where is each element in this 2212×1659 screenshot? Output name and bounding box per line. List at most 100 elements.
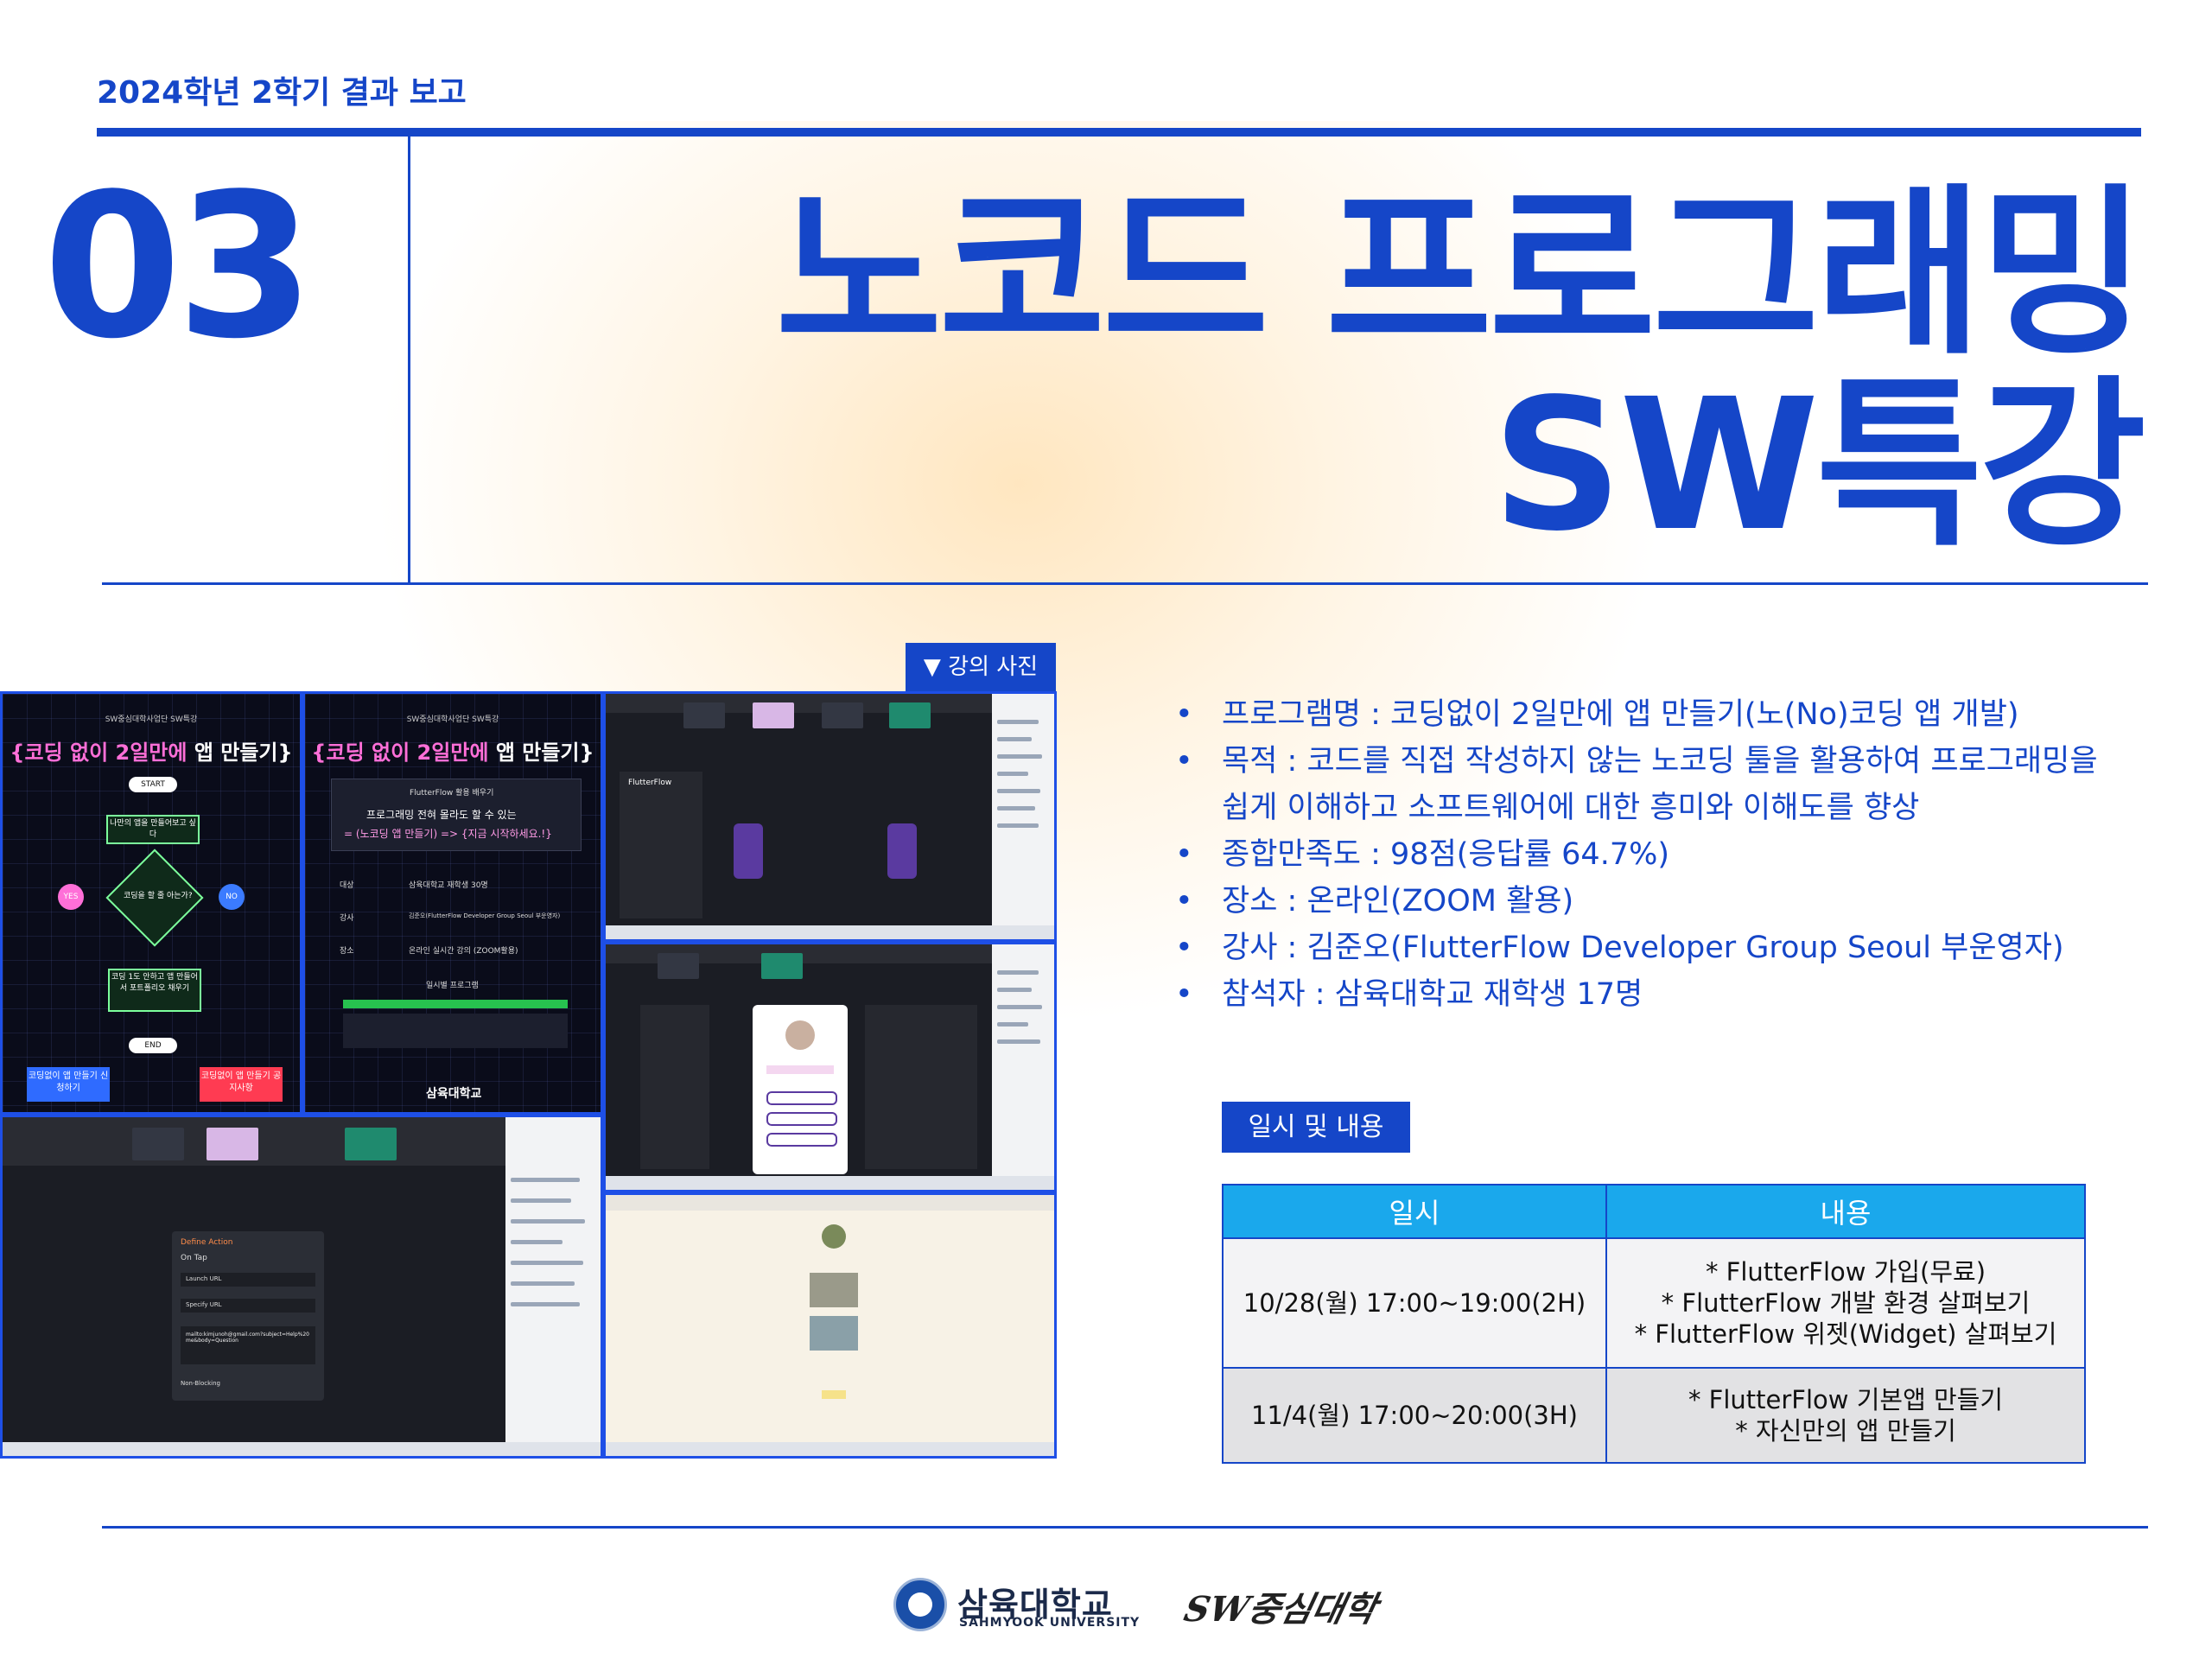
- poster-row-value: 삼육대학교 재학생 30명: [409, 881, 488, 890]
- table-row: 11/4(월) 17:00~20:00(3H) * FlutterFlow 기본…: [1222, 1367, 2086, 1464]
- poster-row-value: 김준오(FlutterFlow Developer Group Seoul 부운…: [409, 912, 561, 919]
- table-row: 10/28(월) 17:00~19:00(2H) * FlutterFlow 가…: [1222, 1237, 2086, 1369]
- poster-sub: SW중심대학사업단 SW특강: [406, 715, 499, 724]
- footer-rule: [102, 1526, 2148, 1529]
- ff-properties: [865, 1005, 977, 1169]
- video-tile: [889, 702, 931, 728]
- section-number: 03: [43, 152, 315, 383]
- define-action-title: Define Action: [181, 1238, 233, 1247]
- flow-start: START: [129, 777, 177, 792]
- university-name-english: SAHMYOOK UNIVERSITY: [959, 1616, 1141, 1630]
- screen-define-action: Define Action On Tap Launch URL Specify …: [0, 1115, 603, 1459]
- row-date: 10/28(월) 17:00~19:00(2H): [1222, 1237, 1607, 1369]
- info-purpose-continued: 쉽게 이해하고 소프트웨어에 대한 흥미와 이해도를 향상: [1222, 791, 1920, 825]
- poster-sub: SW중심대학사업단 SW특강: [105, 715, 198, 724]
- poster-info-head: FlutterFlow 활용 배우기: [410, 789, 494, 798]
- ff-sidebar: FlutterFlow: [620, 772, 702, 918]
- lecture-photo-collage: SW중심대학사업단 SW특강 {코딩 없이 2일만에 앱 만들기} START …: [0, 691, 1057, 1459]
- poster-row-value: 온라인 실시간 강의 (ZOOM활용): [409, 947, 518, 956]
- poster-schedule-rows: [343, 1014, 568, 1048]
- taskbar: [3, 1442, 601, 1456]
- page-title: 노코드 프로그래밍 SW특강: [775, 168, 2146, 571]
- app-button: [822, 1390, 846, 1399]
- schedule-tag: 일시 및 내용: [1222, 1102, 1410, 1153]
- video-tile: [658, 953, 699, 979]
- poster-info-box: FlutterFlow 활용 배우기 프로그래밍 전혀 몰라도 할 수 있는 =…: [331, 779, 582, 851]
- poster-row-key: 강사: [340, 914, 354, 923]
- poster-univ: 삼육대학교: [426, 1087, 482, 1101]
- schedule-header-row: 일시 내용: [1222, 1184, 2086, 1239]
- flow-end: END: [129, 1038, 177, 1053]
- video-tile: [683, 702, 725, 728]
- define-action-panel: Define Action On Tap Launch URL Specify …: [172, 1231, 324, 1401]
- photo-section-tag: ▼ 강의 사진: [906, 643, 1056, 691]
- info-location: •장소 : 온라인(ZOOM 활용): [1175, 884, 1574, 918]
- app-thumb: [887, 823, 917, 879]
- report-label: 2024학년 2학기 결과 보고: [97, 75, 467, 111]
- video-tile: [822, 702, 863, 728]
- zoom-gallery-bar: [3, 1117, 601, 1166]
- video-tile: [132, 1128, 184, 1160]
- program-info-list: •프로그램명 : 코딩없이 2일만에 앱 만들기(노(No)코딩 앱 개발) •…: [1172, 691, 2148, 1018]
- schedule-table: 일시 내용 10/28(월) 17:00~19:00(2H) * Flutter…: [1222, 1184, 2086, 1464]
- poster-info-line1: 프로그래밍 전혀 몰라도 할 수 있는: [366, 809, 517, 821]
- url-field: mailto:kimjunoh@gmail.com?subject=Help%2…: [181, 1326, 315, 1364]
- poster-schedule-label: 일시별 프로그램: [426, 982, 479, 990]
- poster-apply-button: 코딩없이 앱 만들기 신청하기: [27, 1067, 110, 1102]
- taskbar: [606, 925, 1054, 939]
- sw-university-logo: SW중심대학: [1180, 1589, 1381, 1630]
- row-content: * FlutterFlow 기본앱 만들기 * 자신만의 앱 만들기: [1605, 1367, 2086, 1464]
- app-image: [810, 1273, 858, 1307]
- flow-node-wish: 나만의 앱을 만들어보고 싶다: [106, 815, 200, 844]
- poster-info: SW중심대학사업단 SW특강 {코딩 없이 2일만에 앱 만들기} Flutte…: [302, 691, 603, 1115]
- header-date: 일시: [1222, 1184, 1607, 1239]
- browser-bar: [606, 1195, 1054, 1211]
- chat-panel: [505, 1117, 601, 1456]
- flow-no: NO: [219, 884, 245, 910]
- video-tile: [345, 1128, 397, 1160]
- poster-title: {코딩 없이 2일만에 앱 만들기}: [10, 741, 293, 765]
- middle-rule: [102, 582, 2148, 585]
- chat-panel: [992, 944, 1054, 1190]
- video-tile: [761, 953, 803, 979]
- poster-flowchart: SW중심대학사업단 SW특강 {코딩 없이 2일만에 앱 만들기} START …: [0, 691, 302, 1115]
- title-line-1: 노코드 프로그래밍: [775, 168, 2146, 379]
- video-tile: [207, 1128, 258, 1160]
- info-purpose: •목적 : 코드를 직접 작성하지 않는 노코딩 툴을 활용하여 프로그래밍을: [1175, 744, 2098, 779]
- app-avatar: [822, 1224, 846, 1249]
- poster-schedule-bar: [343, 1000, 568, 1008]
- university-name-korean: 삼육대학교: [957, 1586, 1113, 1624]
- ff-widget-tree: [640, 1005, 709, 1169]
- info-satisfaction: •종합만족도 : 98점(응답률 64.7%): [1175, 837, 1670, 872]
- zoom-gallery-bar: [606, 944, 1054, 963]
- app-image: [810, 1316, 858, 1351]
- launch-url-select: Launch URL: [181, 1273, 315, 1287]
- non-blocking-label: Non-Blocking: [181, 1380, 220, 1387]
- screen-flutterflow-editor: [603, 942, 1057, 1192]
- poster-info-line2: = (노코딩 앱 만들기) => {지금 시작하세요.!}: [344, 828, 552, 840]
- poster-row-key: 장소: [340, 947, 354, 956]
- app-thumb: [734, 823, 763, 879]
- ff-brand: FlutterFlow: [628, 779, 672, 787]
- url-type-select: Specify URL: [181, 1299, 315, 1313]
- poster-title: {코딩 없이 2일만에 앱 만들기}: [311, 741, 594, 765]
- info-program-name: •프로그램명 : 코딩없이 2일만에 앱 만들기(노(No)코딩 앱 개발): [1175, 697, 2019, 732]
- row-date: 11/4(월) 17:00~20:00(3H): [1222, 1367, 1607, 1464]
- top-rule: [97, 128, 2141, 137]
- flow-yes: YES: [58, 884, 84, 910]
- screen-flutterflow-projects: FlutterFlow: [603, 691, 1057, 942]
- info-instructor: •강사 : 김준오(FlutterFlow Developer Group Se…: [1175, 931, 2064, 965]
- flow-decision-label: 코딩을 할 줄 아는가?: [124, 892, 193, 900]
- section-number-frame: 03: [43, 164, 408, 372]
- chat-panel: [992, 694, 1054, 939]
- on-tap-label: On Tap: [181, 1254, 207, 1262]
- screen-app-preview: [603, 1192, 1057, 1459]
- university-seal-icon: [893, 1578, 947, 1631]
- taskbar: [606, 1176, 1054, 1190]
- header-content: 내용: [1605, 1184, 2086, 1239]
- vertical-rule: [408, 137, 410, 584]
- flow-node-portfolio: 코딩 1도 안하고 앱 만들어서 포트폴리오 채우기: [108, 969, 201, 1012]
- poster-notice-button: 코딩없이 앱 만들기 공지사항: [200, 1067, 283, 1102]
- title-line-2: SW특강: [1491, 359, 2146, 571]
- row-content: * FlutterFlow 가입(무료) * FlutterFlow 개발 환경…: [1605, 1237, 2086, 1369]
